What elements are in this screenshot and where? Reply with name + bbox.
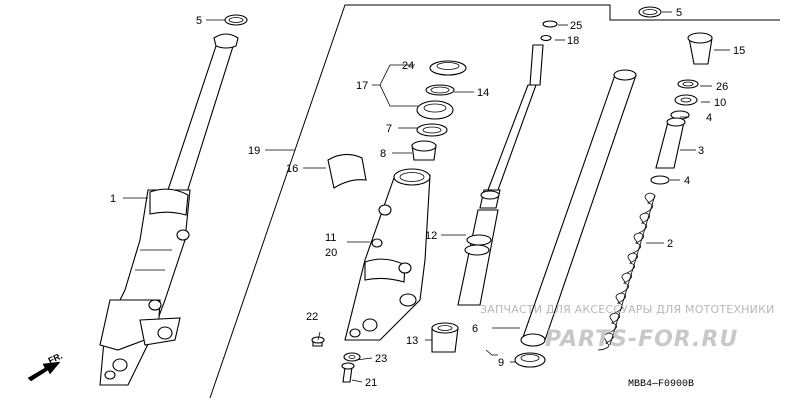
callout-19: 19 [248,145,260,157]
fork-pipe [514,69,637,368]
callout-25: 25 [570,20,582,32]
front-direction-indicator: FR. [27,351,64,382]
fork-tube-assembly [99,33,239,386]
seal-stack [411,60,467,161]
callout-20: 20 [325,247,337,259]
snap-ring-right [638,6,662,18]
callout-11: 11 [325,232,336,244]
callout-4-lower: 4 [684,175,690,187]
callout-5-left: 5 [196,15,202,27]
callout-8: 8 [380,148,386,160]
watermark-brand: PARTS-FOR.RU [545,327,738,352]
callout-labels: 1 5 5 25 18 24 17 14 7 8 19 16 11 20 12 … [110,7,745,389]
callout-22: 22 [306,311,318,323]
callout-9: 9 [498,357,504,369]
callout-10: 10 [714,97,726,109]
callout-21: 21 [365,377,377,389]
callout-2: 2 [667,238,673,250]
callout-6: 6 [472,323,478,335]
callout-5-right: 5 [676,7,682,19]
callout-26: 26 [716,81,728,93]
fork-spring [597,192,656,351]
callout-16: 16 [286,163,298,175]
callout-18: 18 [567,35,579,47]
callout-1: 1 [110,193,116,205]
fork-slider [344,168,431,341]
callout-3: 3 [698,145,704,157]
damper-rod [457,20,558,306]
callout-7: 7 [386,123,392,135]
fork-guard [327,153,367,189]
snap-ring-left [224,14,248,26]
assembly-frame [209,4,780,399]
callout-12: 12 [425,230,437,242]
watermark: ЗАПЧАСТИ ДЛЯ АКСЕССУАРЫ ДЛЯ МОТОТЕХНИКИ … [480,303,775,352]
leader-lines [123,11,730,383]
callout-14: 14 [477,87,489,99]
callout-4-upper: 4 [706,112,712,124]
watermark-tagline: ЗАПЧАСТИ ДЛЯ АКСЕССУАРЫ ДЛЯ МОТОТЕХНИКИ [480,303,775,316]
callout-13: 13 [406,335,418,347]
front-arrow-icon [27,361,61,382]
top-cap-stack [650,32,713,185]
callout-23: 23 [375,353,387,365]
bottom-fasteners [311,336,361,383]
front-label: FR. [47,351,64,366]
callout-15: 15 [733,45,745,57]
callout-17: 17 [356,80,368,92]
oil-lock-piece [431,322,459,353]
diagram-code: MBB4—F0900B [628,379,694,390]
callout-24: 24 [402,60,414,72]
